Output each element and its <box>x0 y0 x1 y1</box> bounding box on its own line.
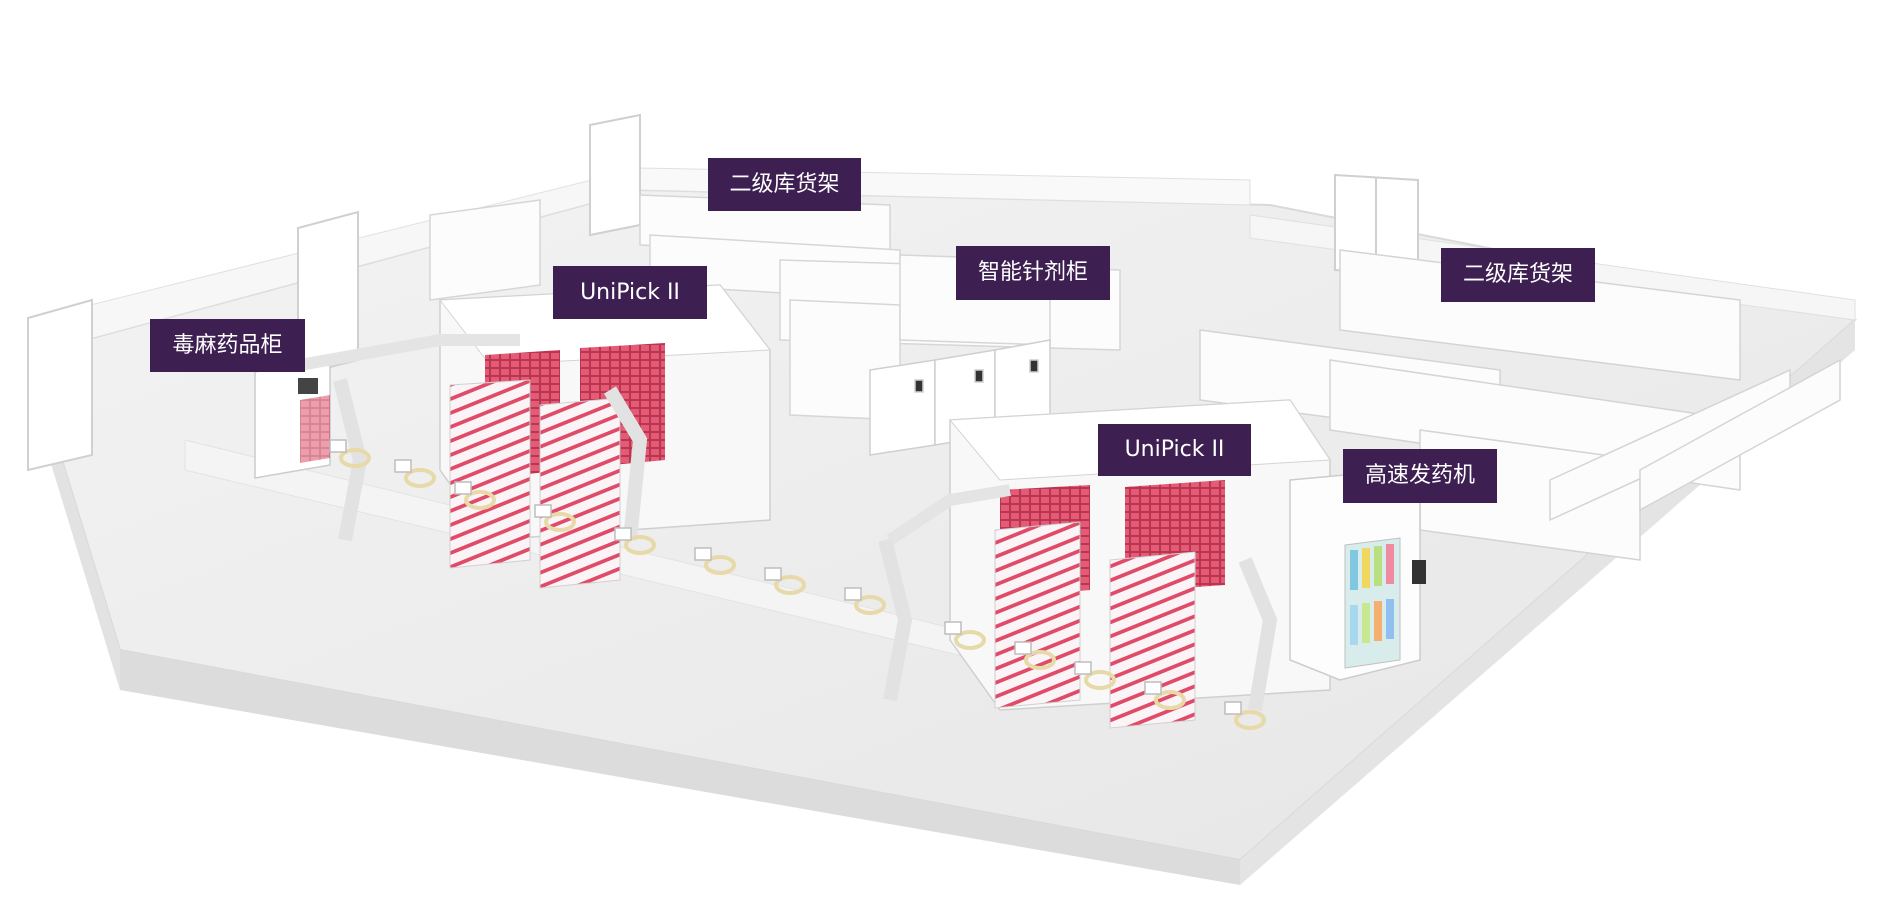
label-unipick-left: UniPick II <box>553 266 707 319</box>
workstations <box>339 448 1266 730</box>
label-secondary-shelf-right: 二级库货架 <box>1441 248 1595 302</box>
doors <box>27 113 1419 472</box>
label-smart-injection-cabinet: 智能针剂柜 <box>956 246 1110 300</box>
label-secondary-shelf-left: 二级库货架 <box>708 158 861 211</box>
label-high-speed-dispenser: 高速发药机 <box>1343 449 1497 503</box>
narcotic-cabinet <box>254 357 331 479</box>
monitors <box>329 439 1242 715</box>
label-unipick-right: UniPick II <box>1098 424 1251 476</box>
high-speed-dispenser-unit <box>1289 469 1426 681</box>
label-narcotic-cabinet: 毒麻药品柜 <box>150 319 305 372</box>
